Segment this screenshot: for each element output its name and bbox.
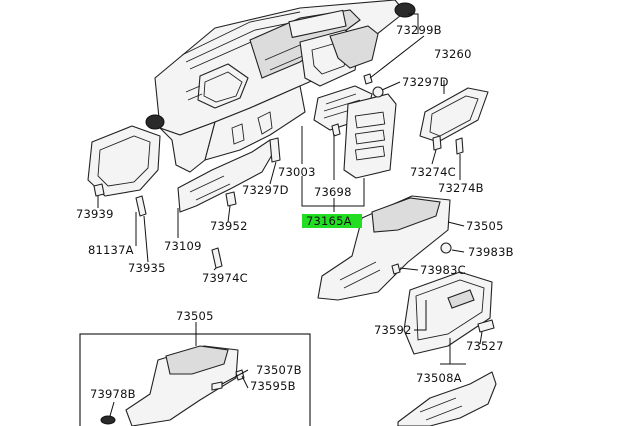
label-73297D-top[interactable]: 73297D [402, 75, 449, 89]
label-73939[interactable]: 73939 [76, 207, 114, 221]
screw-73983C[interactable] [391, 263, 401, 275]
glove-box-lid[interactable] [419, 87, 489, 143]
clip-73952[interactable] [225, 191, 237, 207]
label-73505-box[interactable]: 73505 [176, 309, 214, 323]
screw-73983B[interactable] [440, 242, 452, 254]
label-73974C[interactable]: 73974C [202, 271, 248, 285]
label-73299B[interactable]: 73299B [396, 23, 442, 37]
clip-73527[interactable] [477, 319, 495, 333]
clip-73978B[interactable] [100, 415, 116, 425]
clip-73297D-mid[interactable] [269, 137, 281, 163]
label-73983B[interactable]: 73983B [468, 245, 514, 259]
label-73978B[interactable]: 73978B [90, 387, 136, 401]
label-73952[interactable]: 73952 [210, 219, 248, 233]
leader-lines [97, 13, 483, 417]
label-73260[interactable]: 73260 [434, 47, 472, 61]
lower-cover-73505[interactable] [317, 195, 451, 301]
screw-73935[interactable] [135, 195, 147, 217]
clip-73698[interactable] [331, 123, 341, 137]
glove-box[interactable] [403, 271, 493, 355]
clip-73297D-top[interactable] [372, 86, 384, 98]
hinge-73274B[interactable] [455, 137, 464, 155]
label-73527[interactable]: 73527 [466, 339, 504, 353]
label-73274C[interactable]: 73274C [410, 165, 456, 179]
clip-73595B[interactable] [235, 369, 245, 381]
label-73003[interactable]: 73003 [278, 165, 316, 179]
center-bezel[interactable] [343, 93, 397, 179]
part-labels: 73299B 73260 73297D 73003 73698 73297D 7… [76, 23, 514, 401]
label-73698[interactable]: 73698 [314, 185, 352, 199]
label-73165A[interactable]: 73165A [306, 214, 352, 228]
lower-cover-bottom-right[interactable] [397, 371, 497, 426]
instrument-panel[interactable] [145, 0, 416, 173]
side-cover-left[interactable] [87, 125, 161, 197]
label-73595B[interactable]: 73595B [250, 379, 296, 393]
label-73507B[interactable]: 73507B [256, 363, 302, 377]
label-73297D-mid[interactable]: 73297D [242, 183, 289, 197]
label-73508A[interactable]: 73508A [416, 371, 462, 385]
label-73592[interactable]: 73592 [374, 323, 412, 337]
clip-73299B[interactable] [363, 73, 373, 85]
hinge-73274C[interactable] [432, 135, 442, 151]
label-73109[interactable]: 73109 [164, 239, 202, 253]
highlight-73165A [302, 214, 362, 228]
clip-73939[interactable] [93, 183, 105, 197]
lower-panel-73109[interactable] [177, 139, 277, 213]
label-73935[interactable]: 73935 [128, 261, 166, 275]
sub-assembly-frame [79, 333, 311, 426]
label-73983C[interactable]: 73983C [420, 263, 466, 277]
sub-assembly-73505[interactable] [125, 345, 239, 426]
label-81137A[interactable]: 81137A [88, 243, 134, 257]
clip-73507B[interactable] [211, 381, 223, 391]
label-73274B[interactable]: 73274B [438, 181, 484, 195]
label-73505-right[interactable]: 73505 [466, 219, 504, 233]
screw-73974C[interactable] [211, 247, 223, 269]
